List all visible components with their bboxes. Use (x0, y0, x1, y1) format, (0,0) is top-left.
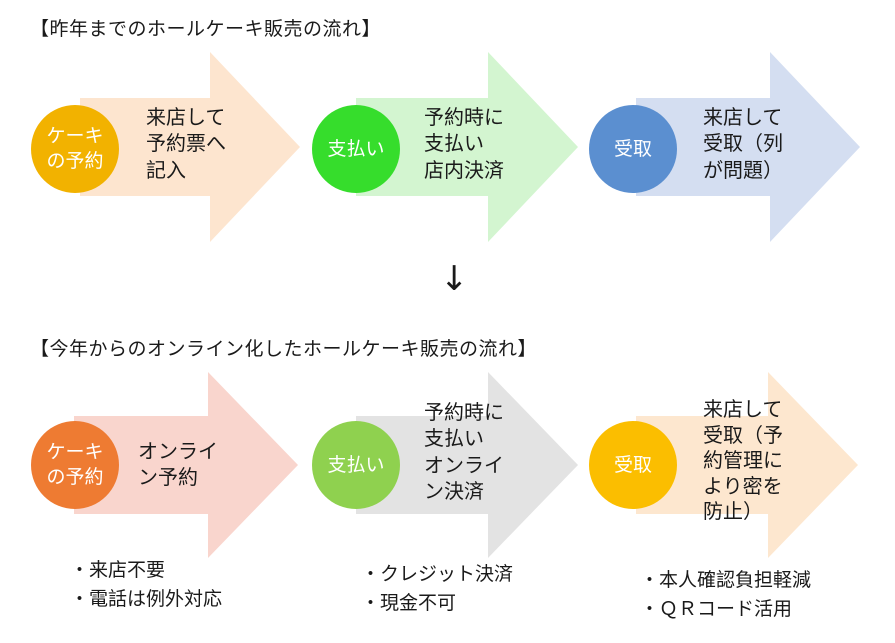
step-text-managed-pickup: 来店して 受取（予 約管理に より密を 防止） (703, 397, 783, 524)
note-item: ・現金不可 (361, 592, 457, 615)
step-circle-payment: 支払い (312, 105, 400, 193)
note-item: ・クレジット決済 (361, 563, 514, 585)
flow-arrow-2-2 (356, 372, 578, 558)
step-text-online-reservation: オンライ ン予約 (138, 439, 218, 490)
step-circle-online-reservation: ケーキ の予約 (31, 421, 119, 509)
step-circle-managed-pickup: 受取 (589, 421, 677, 509)
flow-arrow-1-1 (80, 52, 300, 242)
flow-arrow-1-3 (636, 52, 860, 242)
note-item: ・来店不要 (70, 559, 166, 581)
step-circle-pickup: 受取 (589, 105, 677, 193)
notes-online-reservation: ・来店不要 ・電話は例外対応 (70, 556, 222, 615)
note-item: ・ＱＲコード活用 (640, 598, 793, 621)
note-item: ・電話は例外対応 (70, 588, 223, 611)
flow-arrow-1-2 (356, 52, 578, 242)
notes-online-payment: ・クレジット決済 ・現金不可 (361, 560, 513, 619)
down-arrow-icon: ↓ (440, 259, 469, 299)
step-circle-online-payment: 支払い (312, 421, 400, 509)
notes-managed-pickup: ・本人確認負担軽減 ・ＱＲコード活用 (640, 566, 811, 625)
note-item: ・本人確認負担軽減 (640, 569, 812, 591)
flow-arrow-2-1 (74, 372, 298, 558)
step-circle-reservation: ケーキ の予約 (31, 105, 119, 193)
section1-heading: 【昨年までのホールケーキ販売の流れ】 (30, 18, 382, 40)
section2-heading: 【今年からのオンライン化したホールケーキ販売の流れ】 (30, 338, 538, 360)
flow-arrow-2-3 (636, 372, 858, 558)
step-text-pickup: 来店して 受取（列 が問題） (703, 105, 783, 182)
step-text-reservation: 来店して 予約票へ 記入 (146, 105, 226, 182)
step-text-payment: 予約時に 支払い 店内決済 (424, 105, 504, 182)
step-text-online-payment: 予約時に 支払い オンライ ン決済 (424, 400, 504, 504)
